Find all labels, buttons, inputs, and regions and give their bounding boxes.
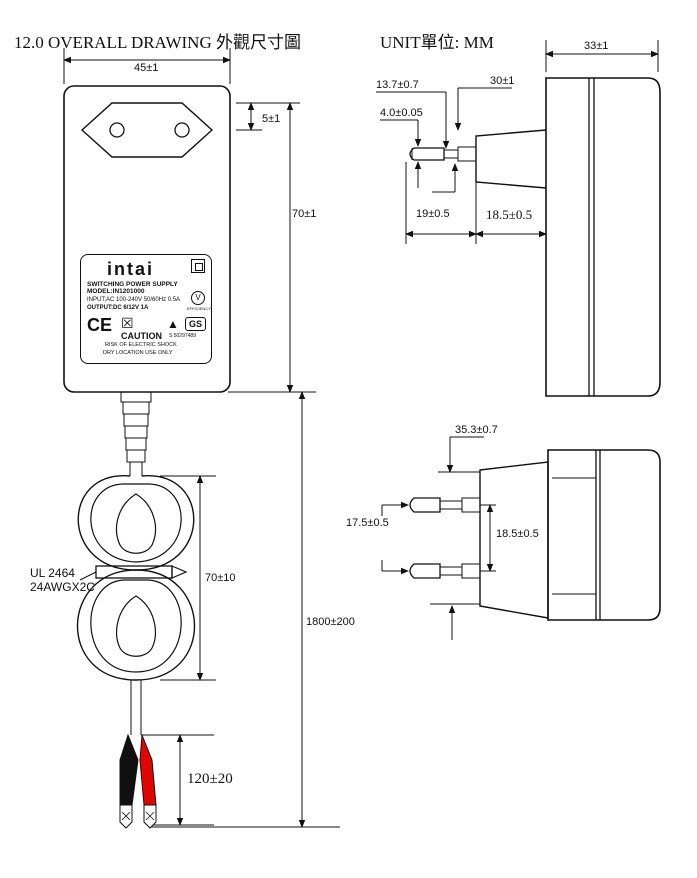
drawing-title: 12.0 OVERALL DRAWING 外觀尺寸圖 — [14, 33, 301, 52]
weee-bin-icon: ☒ — [121, 315, 134, 331]
pin-collar-dimension: 18.5±0.5 — [486, 207, 533, 222]
prong-offset-dimension: 5±1 — [262, 113, 281, 125]
plate-line-3: INPUT:AC 100-240V 50/60Hz 0.5A — [87, 297, 181, 303]
plate-line-1: SWITCHING POWER SUPPLY — [87, 281, 178, 288]
alligator-clip-red — [139, 734, 157, 829]
serial-number: S 50297489 — [169, 333, 196, 339]
efficiency-mark: V — [191, 291, 205, 305]
unit-label: UNIT單位: MM — [380, 33, 494, 52]
risk-text: RISK OF ELECTRIC SHOCK — [105, 342, 177, 348]
efficiency-text: EFFICIENCY — [187, 306, 211, 311]
coil-length-dimension: 70±10 — [205, 572, 236, 584]
alligator-clip-black — [119, 733, 139, 829]
pin-pitch-dimension: 17.5±0.5 — [346, 517, 389, 529]
pin-tip-dimension: 13.7±0.7 — [376, 79, 419, 91]
efficiency-mark-letter: V — [195, 293, 201, 302]
pin-length-dimension: 19±0.5 — [416, 208, 450, 220]
height-dimension: 70±1 — [292, 208, 317, 220]
ce-mark: CE — [87, 315, 113, 335]
plate-line-4: OUTPUT:DC 6/12V 1A — [87, 305, 149, 311]
pin-spacing-dimension: 18.5±0.5 — [496, 528, 539, 540]
cable-spec-line-1: UL 2464 — [30, 566, 75, 580]
pin-base-dimension: 30±1 — [490, 75, 515, 87]
cable-spec-line-2: 24AWGX2C — [30, 580, 95, 594]
caution-text: CAUTION — [121, 331, 162, 341]
label-plate: intai SWITCHING POWER SUPPLY MODEL:IN120… — [80, 254, 212, 364]
plate-line-2: MODEL:IN1201000 — [87, 288, 145, 295]
depth-dimension: 33±1 — [584, 40, 609, 52]
dry-location-text: DRY LOCATION USE ONLY — [103, 350, 173, 356]
square-mark — [191, 259, 205, 273]
pin-diameter-dimension: 4.0±0.05 — [380, 107, 423, 119]
width-dimension: 45±1 — [134, 62, 159, 74]
gs-mark: GS — [185, 317, 207, 331]
brand-logo: intai — [107, 259, 155, 279]
lead-length-dimension: 120±20 — [187, 771, 233, 787]
safety-triangle-icon: ▲ — [167, 317, 179, 331]
pin-span-dimension: 35.3±0.7 — [455, 424, 498, 436]
cable-length-dimension: 1800±200 — [306, 616, 355, 628]
